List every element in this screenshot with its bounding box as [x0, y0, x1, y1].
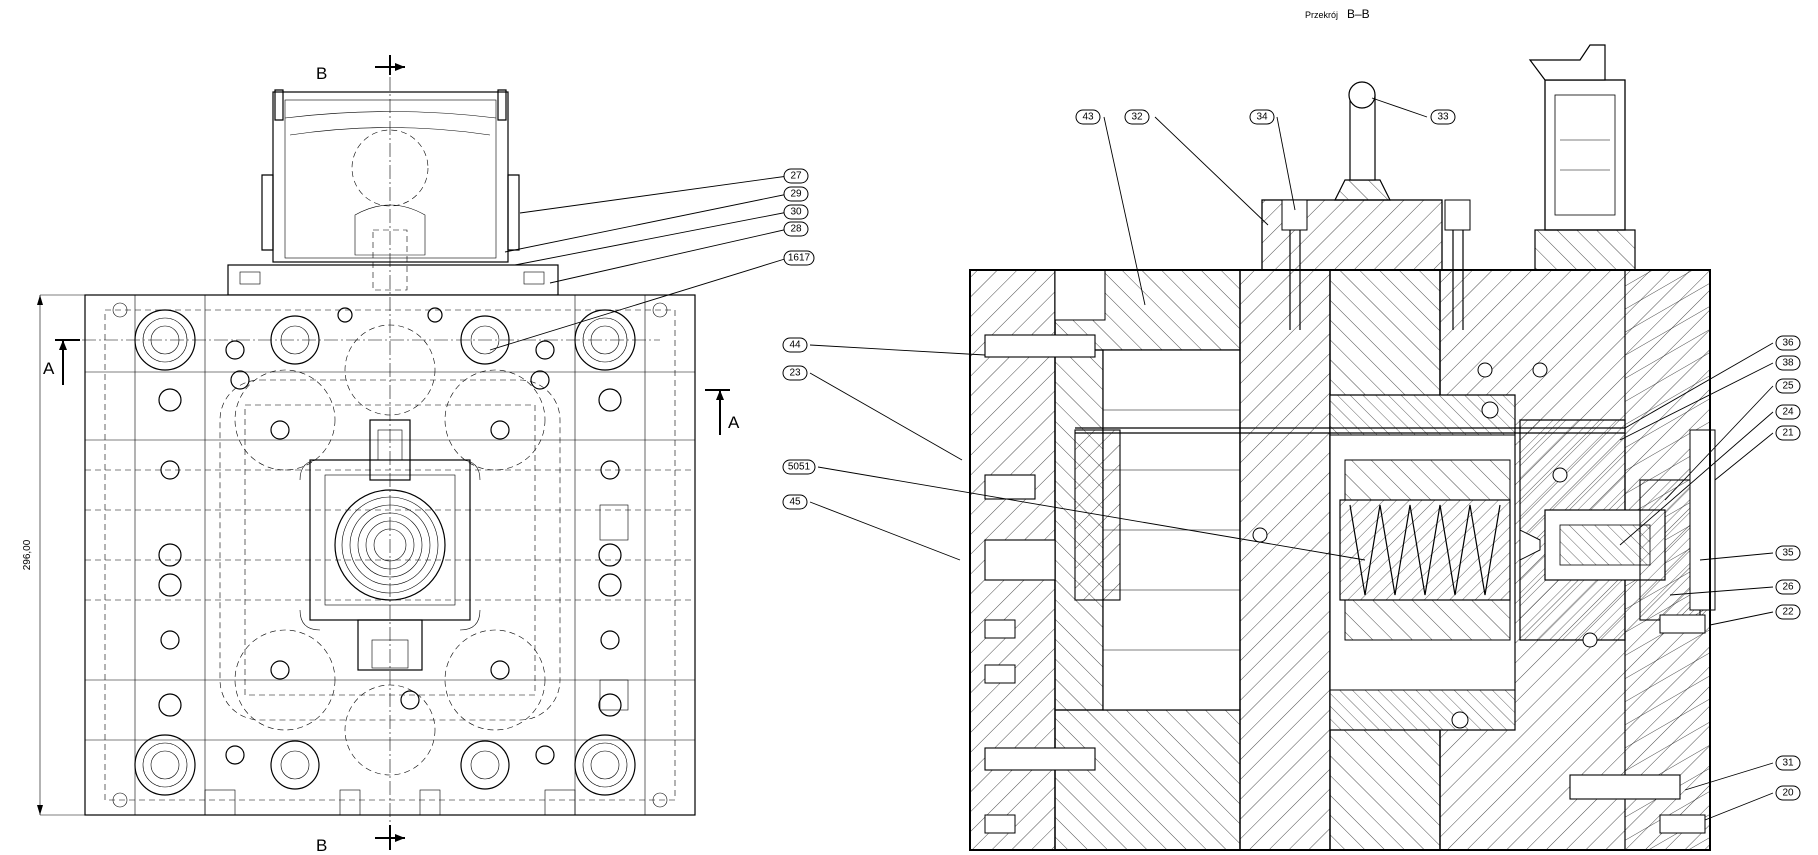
callout-c1617: 1617 [783, 250, 815, 266]
callout-label: 23 [789, 368, 801, 379]
section-a-right-label: A [728, 413, 740, 432]
callout-c29: 29 [783, 186, 809, 202]
callout-c33: 33 [1430, 109, 1456, 125]
callout-c44: 44 [782, 337, 808, 353]
callout-label: 26 [1782, 582, 1794, 593]
callout-label: 30 [790, 207, 802, 218]
callout-c38: 38 [1775, 355, 1801, 371]
callout-c25: 25 [1775, 378, 1801, 394]
callout-c21: 21 [1775, 425, 1801, 441]
callout-c27: 27 [783, 168, 809, 184]
callout-label: 25 [1782, 381, 1794, 392]
top-cylinder [1261, 81, 1471, 330]
callout-label: 36 [1782, 338, 1794, 349]
callout-c23: 23 [782, 365, 808, 381]
section-marker-a-left: A [43, 339, 80, 385]
section-title: Przekrój B–B [1305, 7, 1370, 21]
section-b-top-label: B [316, 64, 327, 83]
section-b-bottom-label: B [316, 836, 327, 855]
callout-c30: 30 [783, 204, 809, 220]
section-marker-a-right: A [705, 389, 740, 435]
callout-label: 20 [1782, 788, 1794, 799]
callout-c22: 22 [1775, 604, 1801, 620]
callout-label: 31 [1782, 758, 1794, 769]
screw-holes [112, 302, 668, 808]
callout-label: 21 [1782, 428, 1794, 439]
callout-label: 24 [1782, 407, 1794, 418]
support-plate [1239, 269, 1331, 851]
plan-view-leaders [489, 175, 789, 351]
callout-label: 45 [789, 497, 801, 508]
height-dimension-value: 296,00 [22, 539, 33, 570]
callout-label: 32 [1131, 112, 1143, 123]
section-title-name: B–B [1347, 7, 1370, 21]
callout-c31: 31 [1775, 755, 1801, 771]
callout-label: 1617 [788, 253, 811, 264]
callout-label: 35 [1782, 548, 1794, 559]
section-marker-b-bottom: B [316, 825, 405, 855]
section-marker-b-top: B [316, 55, 405, 83]
callout-label: 34 [1256, 112, 1268, 123]
callout-c20: 20 [1775, 785, 1801, 801]
section-a-left-label: A [43, 359, 55, 378]
bottom-blocks [204, 789, 576, 816]
bolts [984, 334, 1706, 834]
section-view [809, 44, 1774, 851]
plan-view: 296,00 B B A A [22, 55, 789, 855]
callout-c45: 45 [782, 494, 808, 510]
top-insert [227, 89, 559, 296]
callout-c35: 35 [1775, 545, 1801, 561]
top-right-valve [1528, 44, 1636, 271]
callout-label: 33 [1437, 112, 1449, 123]
callout-label: 44 [789, 340, 801, 351]
spring [1349, 504, 1501, 596]
callout-c36: 36 [1775, 335, 1801, 351]
callout-label: 28 [790, 224, 802, 235]
callout-c43: 43 [1075, 109, 1101, 125]
callout-c24: 24 [1775, 404, 1801, 420]
height-dimension: 296,00 [22, 294, 85, 816]
callout-c28: 28 [783, 221, 809, 237]
section-title-prefix: Przekrój [1305, 10, 1338, 20]
callout-c32: 32 [1124, 109, 1150, 125]
callout-label: 22 [1782, 607, 1794, 618]
section-outline [969, 269, 1711, 851]
section-view-leaders [809, 97, 1774, 821]
callout-label: 43 [1082, 112, 1094, 123]
callout-c34: 34 [1249, 109, 1275, 125]
callout-label: 27 [790, 171, 802, 182]
callout-c26: 26 [1775, 579, 1801, 595]
callout-label: 29 [790, 189, 802, 200]
callout-label: 5051 [788, 462, 811, 473]
callout-label: 38 [1782, 358, 1794, 369]
callout-c5051: 5051 [782, 459, 816, 475]
